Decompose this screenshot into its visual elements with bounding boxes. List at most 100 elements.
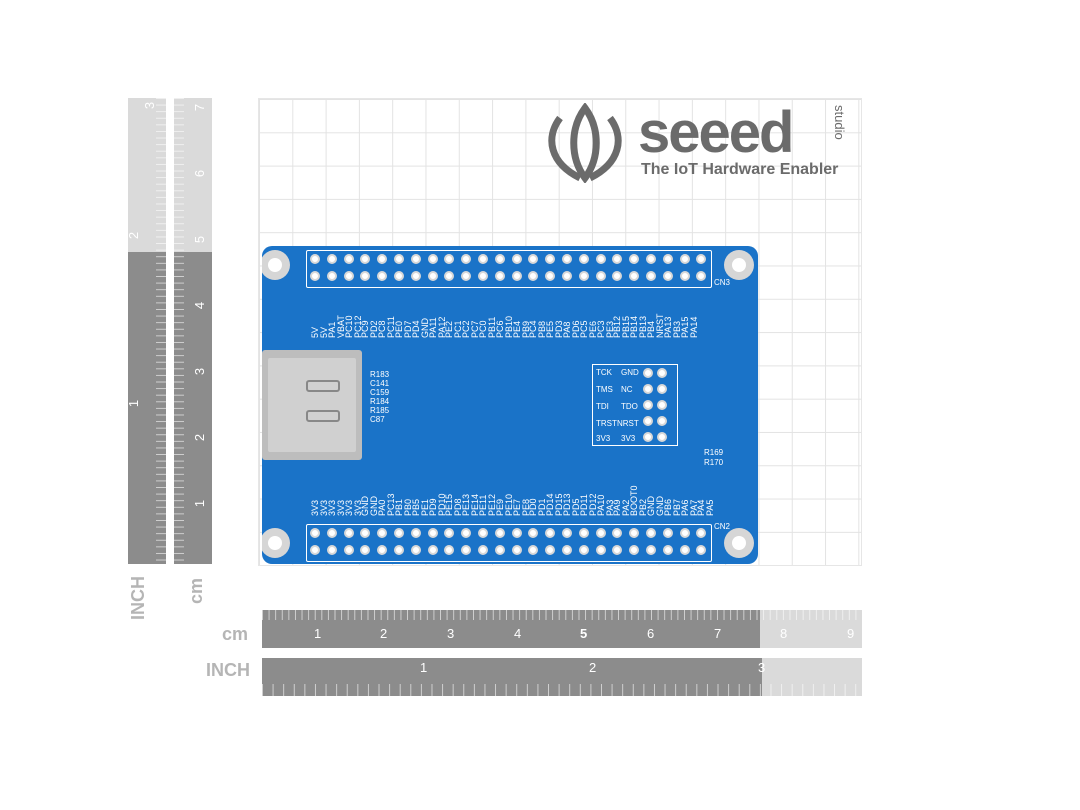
ruler-number: 2 — [126, 231, 142, 240]
header-pad — [326, 545, 337, 555]
header-pad — [494, 528, 505, 538]
pin-label: PD12 — [587, 493, 598, 516]
header-pad — [360, 271, 371, 281]
pin-label: NRST — [655, 313, 665, 339]
header-pad — [478, 545, 488, 555]
jtag-label: TDI — [596, 402, 609, 411]
header-pad — [612, 271, 623, 281]
header-pad — [511, 528, 522, 538]
header-pad — [478, 254, 488, 264]
pin-label: PD2 — [369, 320, 380, 338]
ruler-number: 2 — [192, 433, 208, 442]
pin-label: PD8 — [453, 498, 464, 516]
header-pad — [326, 528, 337, 538]
pin-label: PB7 — [671, 498, 682, 516]
header-pad — [629, 528, 640, 538]
header-pad — [494, 271, 505, 281]
jtag-label: 3V3 — [596, 434, 611, 443]
header-pad — [444, 254, 455, 264]
brand-studio: studio — [832, 105, 847, 140]
header-pad — [427, 254, 438, 264]
ruler-number: 7 — [192, 103, 208, 112]
header-pad — [612, 254, 623, 264]
header-pad — [444, 271, 455, 281]
header-pad — [578, 528, 589, 538]
pin-label: PA7 — [688, 499, 699, 516]
header-pad — [646, 271, 656, 281]
header-pad — [343, 528, 354, 538]
header-pad — [310, 545, 320, 555]
component-label: R170 — [704, 458, 724, 467]
header-pad — [578, 254, 589, 264]
header-pad — [343, 254, 354, 264]
horizontal-inch-label: INCH — [206, 660, 250, 680]
header-pad — [360, 254, 371, 264]
vertical-cm-label: cm — [186, 577, 206, 604]
header-pad — [528, 528, 539, 538]
ruler-number: 7 — [714, 626, 722, 641]
header-pad — [562, 271, 572, 281]
ruler-number: 1 — [420, 660, 428, 675]
component-label: C159 — [370, 388, 390, 397]
header-pad — [662, 271, 673, 281]
header-pad — [562, 528, 572, 538]
jtag-label: 3V3 — [621, 434, 636, 443]
header-pad — [595, 271, 606, 281]
ruler-number: 3 — [447, 626, 455, 641]
header-pad — [427, 545, 438, 555]
ruler-number: 1 — [126, 399, 142, 408]
mounting-hole — [262, 528, 290, 558]
pin-label: PD6 — [571, 320, 581, 338]
pin-label: PB13 — [638, 315, 649, 338]
header-pad — [394, 545, 404, 555]
pin-label: PB2 — [638, 498, 649, 516]
header-pad — [444, 528, 455, 538]
header-pad — [410, 271, 421, 281]
brand-logo: seeed studio The IoT Hardware Enabler — [540, 103, 860, 183]
header-pad — [494, 545, 505, 555]
header-pad — [394, 254, 404, 264]
jtag-label: TCK — [596, 368, 612, 377]
header-pad — [696, 254, 707, 264]
jtag-pad — [657, 384, 667, 394]
jtag-label: NRST — [617, 419, 639, 428]
jtag-label: NC — [621, 385, 633, 394]
pin-label: PD10 — [436, 493, 447, 516]
jtag-label: TMS — [596, 385, 613, 394]
pin-label: PB9 — [520, 320, 531, 338]
jtag-label: GND — [621, 368, 639, 377]
pin-label: PB10 — [503, 315, 514, 338]
ruler-number: 5 — [580, 626, 588, 641]
connector-label: CN2 — [714, 522, 731, 531]
pin-label: GND — [419, 318, 430, 338]
mounting-hole — [724, 250, 754, 280]
pin-label: PE12 — [487, 493, 497, 516]
header-pad — [377, 254, 388, 264]
header-pad — [494, 254, 505, 264]
header-pad — [377, 528, 388, 538]
ruler-number: 3 — [142, 101, 158, 110]
pin-label: PB3 — [671, 320, 682, 338]
header-pad — [410, 528, 421, 538]
header-pad — [595, 528, 606, 538]
pin-label: 5V — [319, 326, 329, 338]
vertical-cm-ruler: 1 2 3 4 5 6 7 — [174, 98, 212, 564]
pin-label: PB15 — [621, 315, 632, 338]
header-pad — [478, 528, 488, 538]
ruler-number: 3 — [758, 660, 766, 675]
pin-label: PD5 — [571, 498, 581, 516]
header-pad — [679, 528, 690, 538]
pin-label: 3V3 — [352, 499, 363, 516]
header-pad — [545, 254, 556, 264]
header-pad — [612, 528, 623, 538]
header-pad — [310, 528, 320, 538]
header-pad — [528, 545, 539, 555]
horizontal-cm-label: cm — [222, 624, 249, 644]
pin-label: PE1 — [419, 498, 430, 516]
pin-label: PA14 — [688, 316, 699, 338]
pin-label: PC12 — [352, 315, 363, 338]
mounting-hole — [262, 250, 290, 280]
header-pad — [696, 271, 707, 281]
pin-label: 3V3 — [319, 499, 329, 516]
